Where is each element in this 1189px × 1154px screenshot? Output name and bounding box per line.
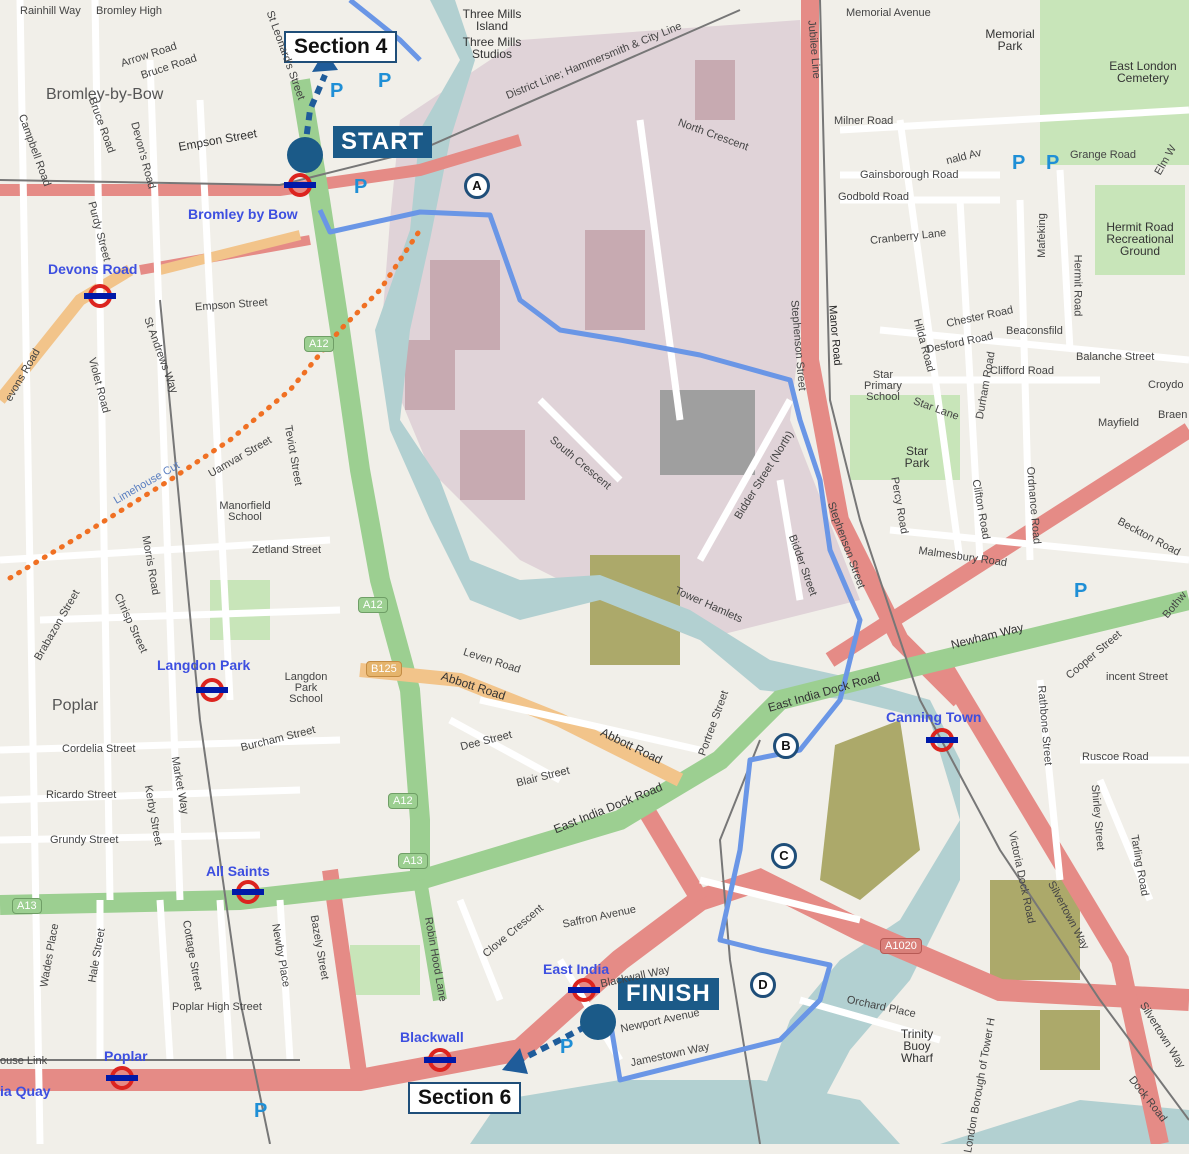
street-label: Bromley High: [96, 5, 163, 17]
section4-connector: [302, 73, 328, 149]
station-label[interactable]: Langdon Park: [157, 657, 251, 673]
underground-roundel-icon[interactable]: [104, 1066, 140, 1090]
station-label[interactable]: Canning Town: [886, 709, 982, 725]
area-label: Hermit Road Recreational Ground: [1106, 220, 1174, 258]
parking-icon: P: [354, 176, 368, 198]
station-label[interactable]: Poplar: [104, 1048, 148, 1064]
street-label: Zetland Street: [252, 544, 322, 556]
street-label: Balanche Street: [1076, 351, 1155, 363]
prev-section-label[interactable]: Section 4: [284, 31, 398, 63]
street-label: Grange Road: [1070, 149, 1137, 161]
street-label: incent Street: [1106, 671, 1168, 683]
street-label: Croydo: [1148, 379, 1184, 391]
parking-icon: P: [330, 80, 344, 102]
station-label[interactable]: Bromley by Bow: [188, 206, 298, 222]
street-label: Clifford Road: [990, 365, 1054, 377]
area-label: Star Park: [904, 444, 930, 470]
underground-roundel-icon[interactable]: [566, 978, 602, 1002]
area-label: Bromley-by-Bow: [46, 86, 164, 103]
street-label: Mayfield: [1098, 417, 1139, 429]
area-label: East London Cemetery: [1109, 59, 1177, 85]
parking-icon: P: [1074, 580, 1088, 602]
next-section-label[interactable]: Section 6: [408, 1082, 522, 1114]
underground-roundel-icon[interactable]: [924, 728, 960, 752]
area-label: Trinity Buoy Wharf: [900, 1027, 934, 1065]
underground-roundel-icon[interactable]: [82, 284, 118, 308]
parking-icon: P: [560, 1036, 574, 1058]
finish-marker: [580, 1004, 616, 1040]
area-label: Star Primary School: [864, 369, 902, 403]
area-label: Poplar: [52, 697, 99, 714]
street-label: Poplar High Street: [172, 1001, 262, 1013]
area-label: Langdon Park School: [284, 671, 328, 705]
area-label: Manorfield School: [219, 500, 271, 523]
street-label: Memorial Avenue: [846, 7, 931, 19]
street-label: Mafeking: [1035, 213, 1048, 258]
road-number-badge: A1020: [880, 938, 922, 954]
underground-roundel-icon[interactable]: [230, 880, 266, 904]
street-label: Ricardo Street: [46, 789, 117, 801]
underground-roundel-icon[interactable]: [422, 1048, 458, 1072]
waypoint-b-marker[interactable]: B: [773, 733, 799, 759]
street-label: Cordelia Street: [62, 743, 136, 755]
road-number-badge: A13: [12, 898, 42, 914]
waypoint-d-marker[interactable]: D: [750, 972, 776, 998]
underground-roundel-icon[interactable]: [282, 173, 318, 197]
start-marker: [287, 137, 323, 173]
station-label[interactable]: Blackwall: [400, 1029, 464, 1045]
street-label: ouse Link: [0, 1055, 48, 1067]
street-label: Ruscoe Road: [1082, 751, 1149, 763]
waypoint-a-marker[interactable]: A: [464, 173, 490, 199]
road-number-badge: A13: [398, 853, 428, 869]
street-label: Grundy Street: [50, 834, 119, 846]
finish-badge: FINISH: [618, 978, 719, 1010]
street-label: Beaconsfild: [1006, 325, 1063, 337]
underground-roundel-icon[interactable]: [194, 678, 230, 702]
street-label: Hermit Road: [1071, 254, 1084, 317]
street-label: Gainsborough Road: [860, 169, 959, 181]
area-label: Three Mills Studios: [462, 35, 522, 61]
parking-icon: P: [254, 1100, 268, 1122]
station-label[interactable]: Devons Road: [48, 261, 138, 277]
area-label: Three Mills Island: [462, 7, 522, 33]
parking-icon: P: [1046, 152, 1060, 174]
station-label[interactable]: All Saints: [206, 863, 270, 879]
road-number-badge: A12: [304, 336, 334, 352]
area-label: Memorial Park: [985, 27, 1035, 53]
street-label: Milner Road: [834, 115, 894, 127]
parking-icon: P: [378, 70, 392, 92]
parking-icon: P: [1012, 152, 1026, 174]
street-label: Braen: [1158, 409, 1188, 421]
start-badge: START: [333, 126, 433, 158]
waypoint-c-marker[interactable]: C: [771, 843, 797, 869]
station-label[interactable]: East India: [543, 961, 610, 977]
route-path: [317, 208, 863, 1083]
station-label[interactable]: ia Quay: [0, 1083, 51, 1099]
street-label: Godbold Road: [838, 191, 909, 203]
road-number-badge: A12: [358, 597, 388, 613]
towpath-dotted-line: [7, 227, 423, 581]
street-label: Rainhill Way: [20, 5, 81, 17]
road-number-badge: B125: [366, 661, 402, 677]
road-number-badge: A12: [388, 793, 418, 809]
